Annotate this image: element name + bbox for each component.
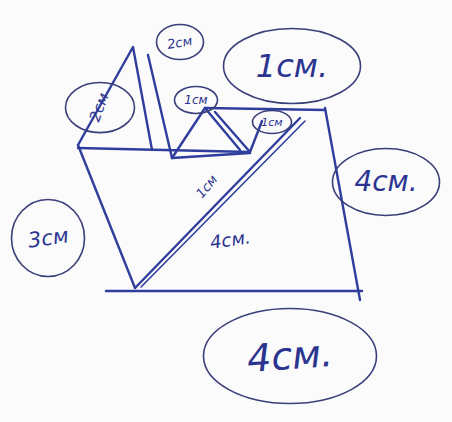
dimension-text: 3см — [26, 225, 69, 251]
dimension-text: 1см — [184, 94, 207, 106]
circled-dimension: 1см. — [222, 27, 362, 105]
circled-dimension: 4см. — [331, 147, 441, 217]
circled-dimension: 1см — [173, 85, 219, 115]
dimension-text: 1см — [261, 117, 282, 128]
circled-dimension: 1см — [251, 109, 293, 135]
dimension-label: 1см — [192, 170, 222, 202]
circled-dimension: 4см. — [202, 307, 378, 405]
circled-dimension: 2см — [64, 81, 136, 134]
dimension-text: 2см — [166, 33, 193, 50]
dimension-text: 4см. — [246, 334, 334, 378]
dimension-text: 1см. — [256, 50, 328, 82]
dimension-text: 2см — [88, 92, 112, 124]
circled-dimension: 3см — [10, 198, 86, 278]
dimension-text: 4см. — [354, 168, 417, 196]
circled-dimension: 2см — [155, 23, 205, 61]
dimension-label: 4см. — [206, 227, 253, 253]
